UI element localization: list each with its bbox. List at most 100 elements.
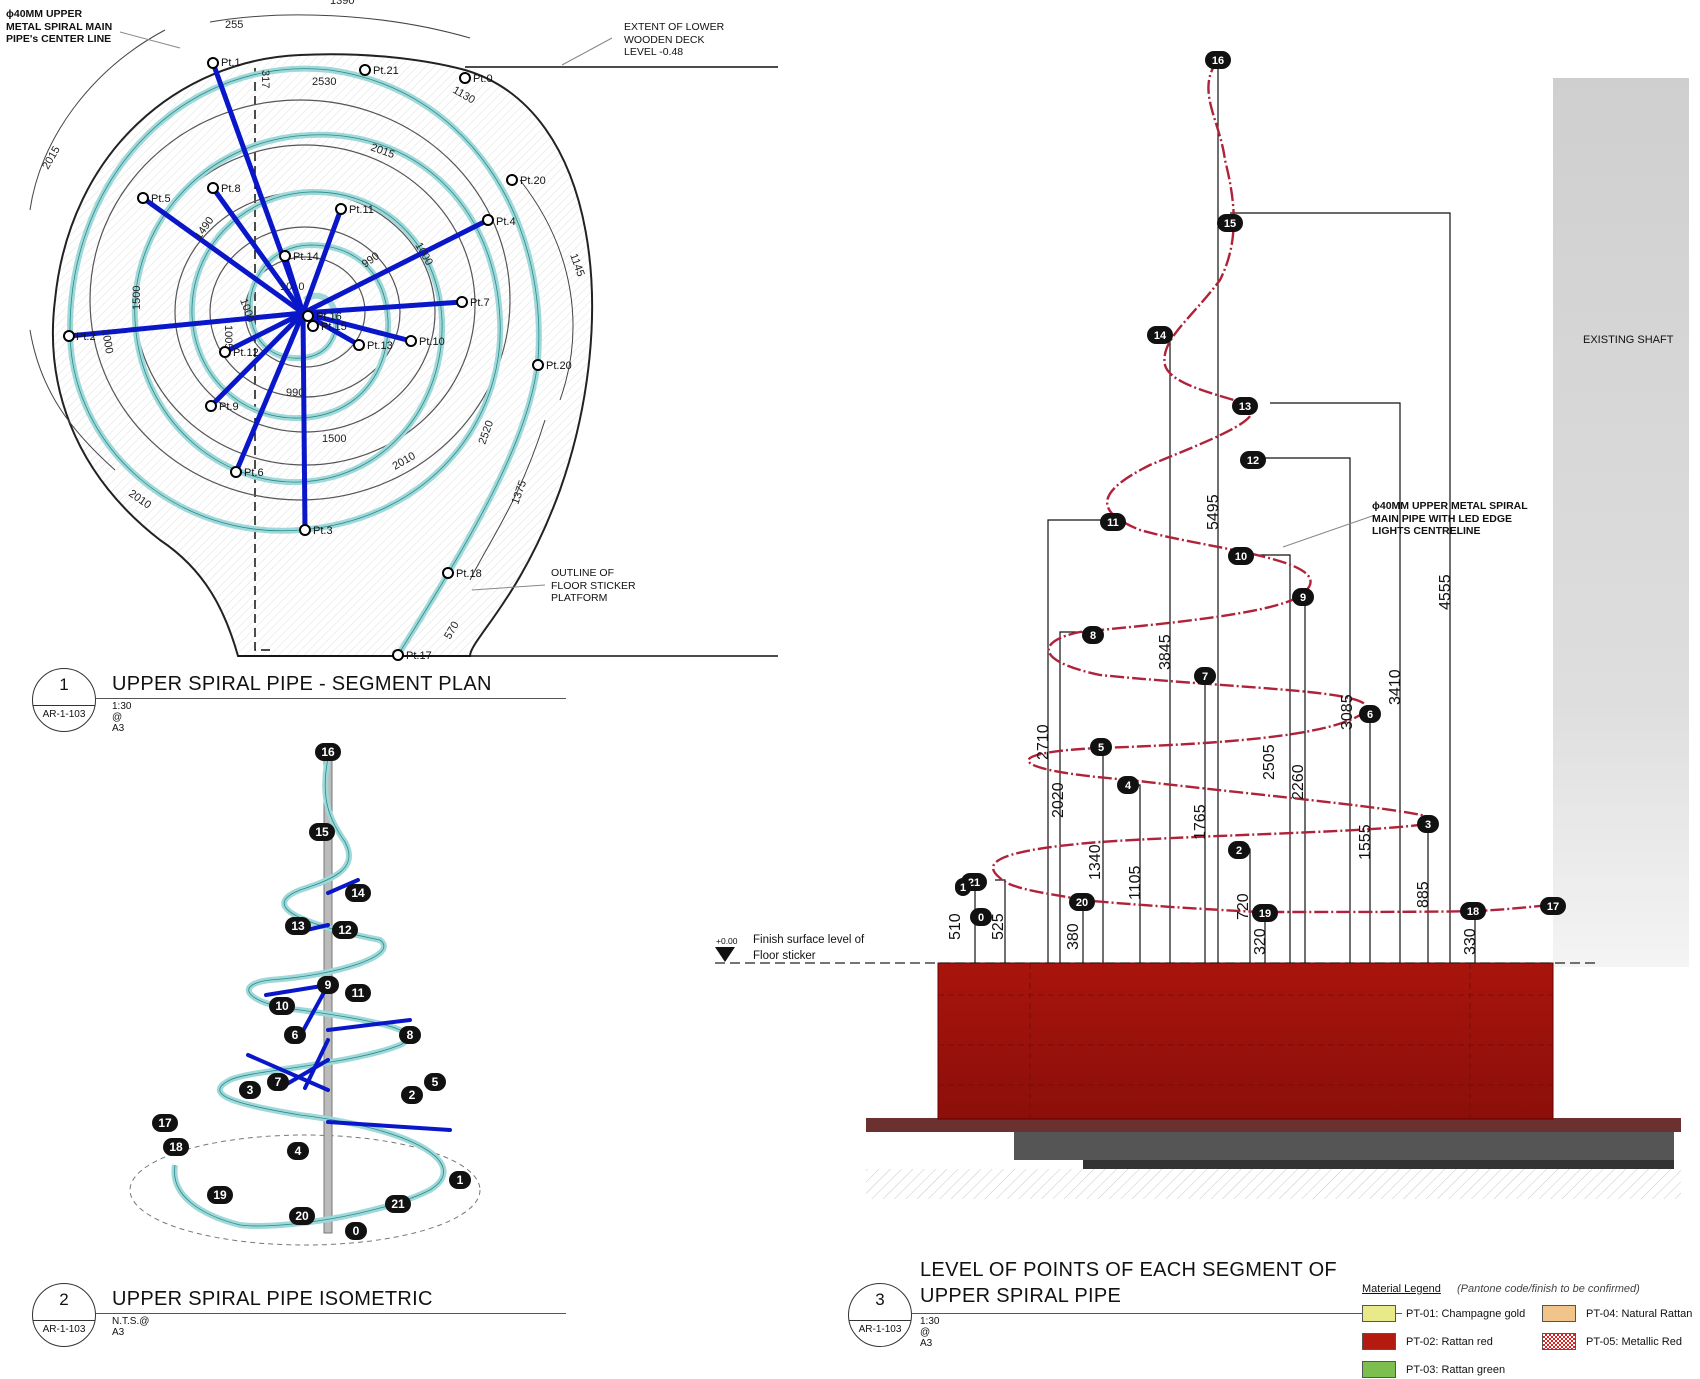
pt-12-marker: Pt.12 bbox=[219, 346, 259, 359]
elev-pt-2: 2 bbox=[1228, 841, 1250, 859]
iso-point-18: 18 bbox=[163, 1138, 189, 1156]
iso-point-2: 2 bbox=[401, 1086, 423, 1104]
svg-text:Pt.21: Pt.21 bbox=[373, 65, 399, 77]
drawing-scale: N.T.S.@ A3 bbox=[112, 1316, 150, 1338]
iso-point-7: 7 bbox=[267, 1073, 289, 1091]
svg-text:4: 4 bbox=[1125, 780, 1132, 792]
svg-text:11: 11 bbox=[1107, 517, 1119, 529]
svg-text:19: 19 bbox=[1259, 908, 1271, 920]
drawing-title-line1: LEVEL OF POINTS OF EACH SEGMENT OF bbox=[920, 1259, 1337, 1281]
legend-item-pt04: PT-04: Natural Rattan bbox=[1542, 1305, 1692, 1322]
elev-pt-15: 15 bbox=[1217, 214, 1243, 232]
svg-text:3085: 3085 bbox=[1339, 694, 1356, 730]
iso-point-8: 8 bbox=[399, 1026, 421, 1044]
svg-text:510: 510 bbox=[947, 913, 964, 940]
legend-item-pt03: PT-03: Rattan green bbox=[1362, 1361, 1505, 1378]
svg-text:885: 885 bbox=[1415, 881, 1432, 908]
elev-pt-10: 10 bbox=[1228, 547, 1254, 565]
svg-text:1105: 1105 bbox=[1127, 865, 1144, 900]
pt-4-marker: Pt.4 bbox=[482, 214, 516, 228]
svg-text:6: 6 bbox=[1367, 709, 1373, 721]
pt-14-marker: Pt.14 bbox=[279, 250, 319, 263]
iso-point-17: 17 bbox=[152, 1114, 178, 1132]
pt-1-marker: Pt.1 bbox=[207, 57, 241, 69]
svg-text:1765: 1765 bbox=[1192, 804, 1209, 840]
dim-1500-a: 1500 bbox=[131, 286, 143, 310]
svg-text:525: 525 bbox=[990, 913, 1007, 940]
svg-text:Pt.11: Pt.11 bbox=[349, 204, 374, 216]
elevation-dim-texts: 510 525 380 320 720 330 885 1340 1105 17… bbox=[947, 494, 1479, 955]
svg-text:720: 720 bbox=[1235, 893, 1252, 920]
elev-pt-16: 16 bbox=[1205, 51, 1231, 69]
svg-text:Pt.17: Pt.17 bbox=[406, 650, 432, 662]
svg-text:1340: 1340 bbox=[1087, 844, 1104, 880]
elev-pt-4: 4 bbox=[1117, 776, 1139, 794]
svg-text:Pt.12: Pt.12 bbox=[233, 347, 259, 359]
drawing-scale: 1:30 @ A3 bbox=[920, 1316, 940, 1349]
svg-text:20: 20 bbox=[1076, 897, 1088, 909]
svg-text:2505: 2505 bbox=[1261, 744, 1278, 780]
pt-20b-marker: Pt.20 bbox=[506, 174, 546, 187]
plan-points: Pt.0 Pt.1 Pt.2 Pt.3 Pt.4 Pt.5 Pt.6 Pt.7 … bbox=[63, 57, 572, 662]
iso-point-20: 20 bbox=[289, 1207, 315, 1225]
pt-15-marker: Pt.15 bbox=[307, 320, 347, 333]
pt-0-marker: Pt.0 bbox=[459, 72, 493, 85]
svg-text:8: 8 bbox=[1090, 630, 1096, 642]
svg-text:Pt.8: Pt.8 bbox=[221, 183, 241, 195]
svg-text:380: 380 bbox=[1065, 923, 1082, 950]
pt-20-marker: Pt.20 bbox=[532, 359, 572, 372]
elev-pt-13: 13 bbox=[1232, 397, 1258, 415]
svg-text:0: 0 bbox=[978, 912, 984, 924]
pt-17-marker: Pt.17 bbox=[392, 649, 432, 662]
iso-point-11: 11 bbox=[345, 984, 371, 1002]
planter-box bbox=[937, 962, 1554, 1120]
legend-swatch bbox=[1362, 1361, 1396, 1378]
elev-pt-20: 20 bbox=[1069, 893, 1095, 911]
svg-text:Pt.7: Pt.7 bbox=[470, 297, 490, 309]
elev-pt-8: 8 bbox=[1082, 626, 1104, 644]
svg-text:2020: 2020 bbox=[1050, 782, 1067, 818]
dim-1005: 1005 bbox=[222, 325, 234, 349]
svg-text:Pt.5: Pt.5 bbox=[151, 193, 171, 205]
dim-1010: 1010 bbox=[280, 281, 304, 293]
elev-pt-14: 14 bbox=[1147, 326, 1173, 344]
svg-text:18: 18 bbox=[1467, 906, 1479, 918]
level-tag: +0.00 bbox=[716, 936, 738, 946]
dim-317: 317 bbox=[259, 70, 271, 88]
drawing-title-line2: UPPER SPIRAL PIPE bbox=[920, 1285, 1122, 1307]
elevation-view: 16 15 14 13 12 11 10 9 8 7 6 5 4 3 2 21 … bbox=[715, 51, 1689, 1199]
svg-text:12: 12 bbox=[1247, 455, 1259, 467]
svg-text:1555: 1555 bbox=[1357, 824, 1374, 860]
svg-text:16: 16 bbox=[1212, 55, 1224, 67]
svg-text:3410: 3410 bbox=[1387, 669, 1404, 705]
elev-pt-17: 17 bbox=[1540, 897, 1566, 915]
iso-point-3: 3 bbox=[239, 1081, 261, 1099]
svg-text:Pt.2: Pt.2 bbox=[76, 331, 96, 343]
elev-pt-7: 7 bbox=[1194, 667, 1216, 685]
pt-2-marker: Pt.2 bbox=[63, 330, 96, 343]
svg-text:2: 2 bbox=[1236, 845, 1242, 857]
elev-pt-9: 9 bbox=[1292, 588, 1314, 606]
iso-point-19: 19 bbox=[207, 1186, 233, 1204]
elev-pt-18: 18 bbox=[1460, 902, 1486, 920]
iso-point-4: 4 bbox=[287, 1142, 309, 1160]
dim-2530: 2530 bbox=[312, 76, 336, 88]
legend-subtitle: (Pantone code/finish to be confirmed) bbox=[1457, 1283, 1640, 1295]
pt-18-marker: Pt.18 bbox=[442, 567, 482, 580]
elev-pt-0: 0 bbox=[970, 908, 992, 926]
pt-11-marker: Pt.11 bbox=[335, 203, 374, 216]
iso-point-16: 16 bbox=[315, 743, 341, 761]
svg-text:1: 1 bbox=[960, 882, 966, 894]
svg-text:Pt.10: Pt.10 bbox=[419, 336, 445, 348]
svg-text:13: 13 bbox=[1239, 401, 1251, 413]
svg-text:Pt.0: Pt.0 bbox=[473, 73, 493, 85]
iso-point-9: 9 bbox=[317, 976, 339, 994]
svg-text:Pt.6: Pt.6 bbox=[244, 467, 264, 479]
svg-text:2260: 2260 bbox=[1290, 764, 1307, 800]
